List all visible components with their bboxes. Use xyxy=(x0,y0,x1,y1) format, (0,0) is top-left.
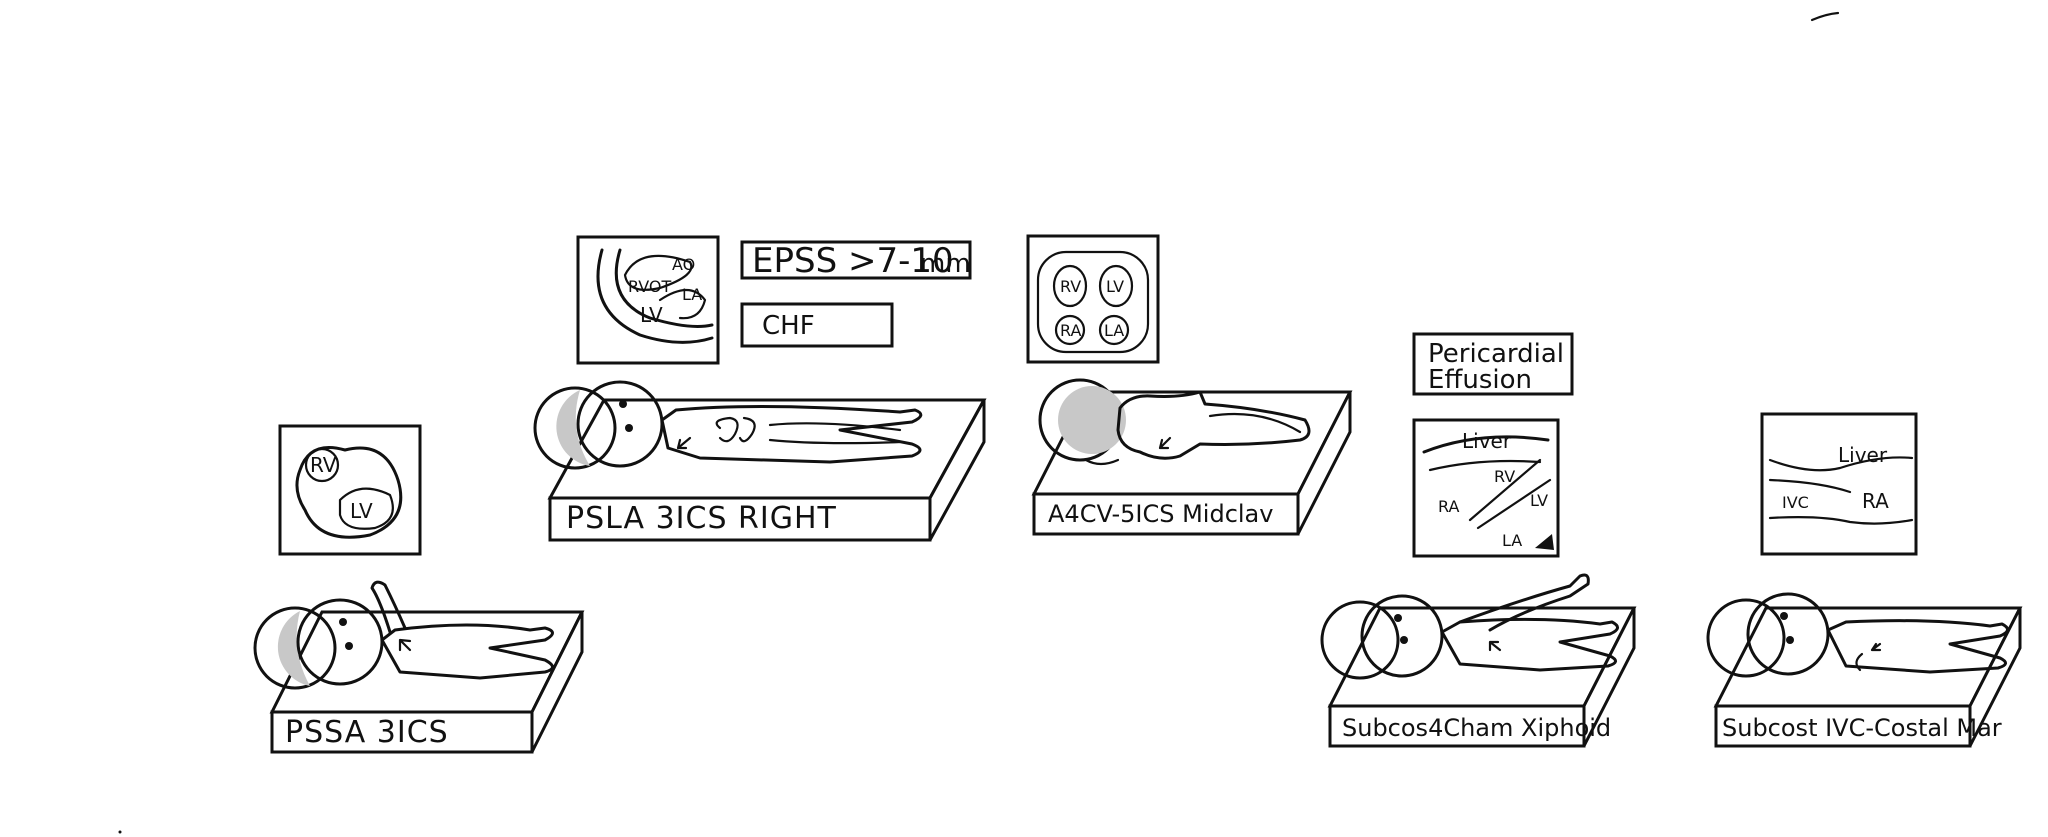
chamber-label: RA xyxy=(1862,489,1889,513)
chamber-label: RVOT xyxy=(628,277,672,296)
note-epss: EPSS >7-10 mm xyxy=(740,240,972,281)
chamber-label: IVC xyxy=(1782,493,1809,512)
station-psla: RVOT AO LA LV EPSS >7-10 mm CHF xyxy=(533,235,987,542)
chamber-label: Liver xyxy=(1838,443,1888,467)
probe-arrow-icon xyxy=(676,436,692,450)
chamber-label: LA xyxy=(682,285,702,304)
chamber-label: Liver xyxy=(1462,429,1512,453)
chamber-label: RA xyxy=(1438,497,1459,516)
chamber-label: RV xyxy=(1494,467,1515,486)
chamber-label: RA xyxy=(1060,321,1081,340)
station-label: Subcost IVC-Costal Mar xyxy=(1722,714,2002,742)
probe-arrow-icon xyxy=(1870,642,1882,652)
probe-arrow-icon xyxy=(1158,436,1172,450)
echo-view-icon: RVOT AO LA LV xyxy=(576,235,720,365)
bed-icon xyxy=(269,610,585,754)
chamber-label: LA xyxy=(1502,531,1522,550)
station-subcos4cham: Pericardial Effusion Liver RV RA LV LA xyxy=(1320,332,1637,748)
station-label: PSLA 3ICS RIGHT xyxy=(566,501,837,536)
station-a4cv: RV LV RA LA A4CV-5ICS Midclav xyxy=(1026,234,1353,536)
echo-view-icon: RV LV xyxy=(278,424,422,556)
chamber-label: LV xyxy=(640,303,663,327)
station-subcost-ivc: Liver IVC RA Subcost IVC-Costal Mar xyxy=(1706,412,2023,748)
echo-view-icon: Liver IVC RA xyxy=(1760,412,1918,556)
probe-arrow-icon xyxy=(398,638,412,652)
chamber-label: LV xyxy=(1106,277,1124,296)
chamber-label: LV xyxy=(1530,491,1548,510)
station-pssa: RV LV PSSA 3ICS xyxy=(253,424,585,754)
chamber-label: LA xyxy=(1104,321,1124,340)
station-label: PSSA 3ICS xyxy=(285,715,449,750)
patient-figure-icon xyxy=(1706,592,2009,678)
chamber-label: AO xyxy=(672,255,695,274)
patient-figure-icon xyxy=(533,380,923,470)
echo-view-icon: Liver RV RA LV LA xyxy=(1412,418,1560,558)
note-chf: CHF xyxy=(740,302,894,348)
bed-icon xyxy=(547,398,987,542)
note-pericardial-line2: Effusion xyxy=(1428,365,1532,395)
bed-icon xyxy=(1713,606,2023,748)
chamber-label: RV xyxy=(310,453,337,477)
note-epss-text: EPSS >7-10 xyxy=(752,241,954,281)
note-pericardial-line1: Pericardial xyxy=(1428,339,1564,369)
stray-mark xyxy=(1810,11,1840,22)
patient-figure-icon xyxy=(253,580,554,690)
note-pericardial: Pericardial Effusion xyxy=(1412,332,1574,396)
chamber-label: RV xyxy=(1060,277,1081,296)
echo-view-icon: RV LV RA LA xyxy=(1026,234,1160,364)
probe-arrow-icon xyxy=(1488,640,1502,652)
note-epss-unit: mm xyxy=(920,249,971,279)
station-label: Subcos4Cham Xiphoid xyxy=(1342,714,1611,742)
patient-figure-icon xyxy=(1320,573,1619,680)
chamber-label: LV xyxy=(350,499,373,523)
patient-figure-icon xyxy=(1038,378,1311,466)
station-label: A4CV-5ICS Midclav xyxy=(1048,500,1273,528)
stray-dot xyxy=(118,830,122,834)
note-chf-text: CHF xyxy=(762,311,815,341)
